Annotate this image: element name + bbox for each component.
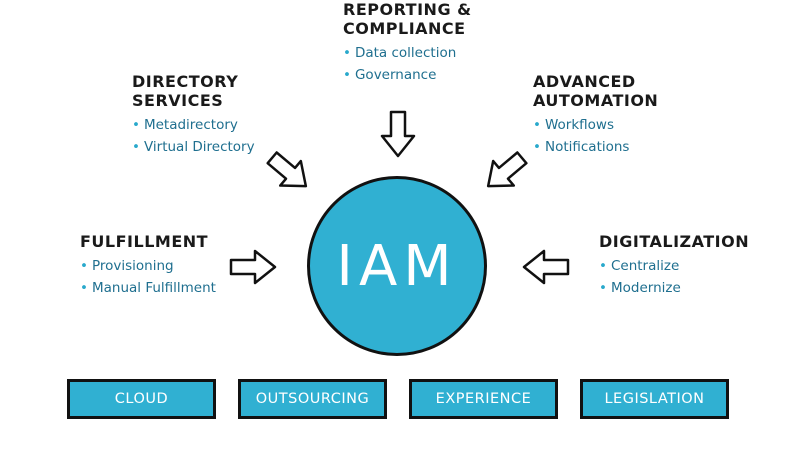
bullet-icon: • [599, 258, 607, 274]
directory-services-group: Directory Services •Metadirectory •Virtu… [132, 72, 255, 158]
reporting-compliance-group: Reporting & Compliance •Data collection … [343, 0, 472, 86]
item-label: Centralize [610, 258, 680, 274]
bullet-icon: • [80, 280, 88, 296]
bullet-icon: • [533, 139, 541, 155]
arrow-right-icon [229, 249, 277, 285]
pillar-experience: EXPERIENCE [409, 379, 558, 419]
bullet-icon: • [132, 139, 140, 155]
item-label: Workflows [544, 117, 614, 133]
digitalization-group: Digitalization •Centralize •Modernize [599, 232, 749, 299]
item-label: Virtual Directory [143, 139, 255, 155]
arrow-down-left-icon [486, 151, 528, 188]
item-label: Metadirectory [143, 117, 238, 133]
list-item: •Metadirectory [132, 114, 255, 136]
list-item: •Data collection [343, 42, 472, 64]
list-item: •Centralize [599, 255, 749, 277]
bullet-icon: • [343, 67, 351, 83]
pillar-cloud: CLOUD [67, 379, 216, 419]
item-label: Data collection [354, 45, 457, 61]
arrow-down-right-icon [266, 151, 308, 188]
pillar-outsourcing: OUTSOURCING [238, 379, 387, 419]
list-item: •Modernize [599, 277, 749, 299]
list-item: •Notifications [533, 136, 658, 158]
digitalization-items: •Centralize •Modernize [599, 255, 749, 299]
list-item: •Virtual Directory [132, 136, 255, 158]
iam-hub-circle: IAM [307, 176, 487, 356]
reporting-compliance-items: •Data collection •Governance [343, 42, 472, 86]
bullet-icon: • [533, 117, 541, 133]
title-line: Automation [533, 91, 659, 110]
bullet-icon: • [599, 280, 607, 296]
directory-services-title: Directory Services [132, 72, 255, 110]
fulfillment-items: •Provisioning •Manual Fulfillment [80, 255, 216, 299]
bullet-icon: • [80, 258, 88, 274]
title-line: Advanced [533, 72, 636, 91]
list-item: •Manual Fulfillment [80, 277, 216, 299]
fulfillment-title: Fulfillment [80, 232, 216, 251]
list-item: •Governance [343, 64, 472, 86]
bullet-icon: • [132, 117, 140, 133]
pillar-legislation: LEGISLATION [580, 379, 729, 419]
title-line: Reporting & [343, 0, 472, 19]
item-label: Modernize [610, 280, 681, 296]
digitalization-title: Digitalization [599, 232, 749, 251]
title-line: Digitalization [599, 232, 750, 251]
arrow-down-icon [380, 110, 416, 158]
list-item: •Workflows [533, 114, 658, 136]
hub-label: IAM [336, 233, 458, 299]
advanced-automation-group: Advanced Automation •Workflows •Notifica… [533, 72, 658, 158]
arrow-left-icon [522, 249, 570, 285]
item-label: Provisioning [91, 258, 174, 274]
item-label: Governance [354, 67, 437, 83]
reporting-compliance-title: Reporting & Compliance [343, 0, 472, 38]
advanced-automation-title: Advanced Automation [533, 72, 658, 110]
title-line: Services [132, 91, 224, 110]
directory-services-items: •Metadirectory •Virtual Directory [132, 114, 255, 158]
fulfillment-group: Fulfillment •Provisioning •Manual Fulfil… [80, 232, 216, 299]
item-label: Notifications [544, 139, 630, 155]
title-line: Fulfillment [80, 232, 209, 251]
title-line: Compliance [343, 19, 466, 38]
bullet-icon: • [343, 45, 351, 61]
item-label: Manual Fulfillment [91, 280, 216, 296]
title-line: Directory [132, 72, 239, 91]
list-item: •Provisioning [80, 255, 216, 277]
advanced-automation-items: •Workflows •Notifications [533, 114, 658, 158]
